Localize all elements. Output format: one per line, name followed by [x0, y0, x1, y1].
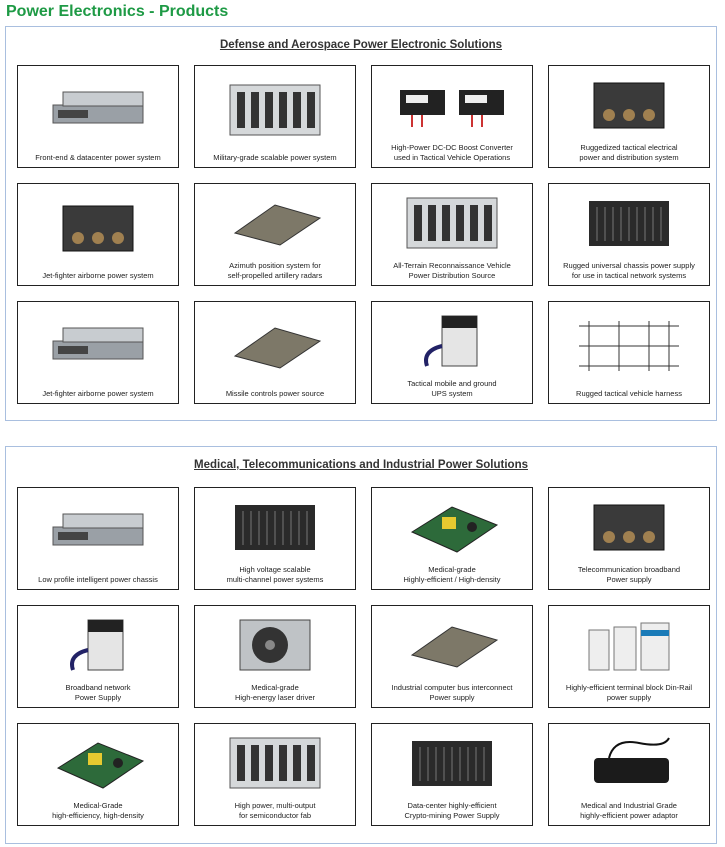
product-image	[372, 66, 532, 143]
product-caption: Highly-efficient terminal block Din-Rail…	[565, 683, 693, 702]
product-card[interactable]: Missile controls power source	[194, 301, 356, 404]
product-card[interactable]: Medical and Industrial Grade highly-effi…	[548, 723, 710, 826]
defense-section: Defense and Aerospace Power Electronic S…	[5, 26, 717, 421]
product-caption: High voltage scalable multi-channel powe…	[226, 565, 324, 584]
product-image	[549, 606, 709, 683]
product-caption: Rugged tactical vehicle harness	[576, 389, 682, 398]
product-card[interactable]: Broadband network Power Supply	[17, 605, 179, 708]
product-card[interactable]: Medical-grade High-energy laser driver	[194, 605, 356, 708]
product-caption: Industrial computer bus interconnect Pow…	[391, 683, 513, 702]
product-card[interactable]: Front-end & datacenter power system	[17, 65, 179, 168]
product-caption: Ruggedized tactical electrical power and…	[579, 143, 679, 162]
product-caption: High power, multi-output for semiconduct…	[234, 801, 316, 820]
product-caption: Medical and Industrial Grade highly-effi…	[580, 801, 678, 820]
product-caption: Military-grade scalable power system	[213, 153, 337, 162]
product-image	[195, 488, 355, 565]
product-caption: Medical-grade Highly-efficient / High-de…	[403, 565, 501, 584]
product-caption: Telecommunication broadband Power supply	[577, 565, 681, 584]
product-image	[549, 302, 709, 389]
product-image	[372, 724, 532, 801]
product-caption: All-Terrain Reconnaissance Vehicle Power…	[393, 261, 511, 280]
product-image	[195, 66, 355, 153]
medical-industrial-section: Medical, Telecommunications and Industri…	[5, 446, 717, 844]
product-card[interactable]: High voltage scalable multi-channel powe…	[194, 487, 356, 590]
product-card[interactable]: Jet-fighter airborne power system	[17, 183, 179, 286]
product-image	[549, 184, 709, 261]
product-image	[18, 302, 178, 389]
product-card[interactable]: Military-grade scalable power system	[194, 65, 356, 168]
product-image	[18, 488, 178, 575]
product-card[interactable]: Azimuth position system for self-propell…	[194, 183, 356, 286]
product-caption: Low profile intelligent power chassis	[38, 575, 158, 584]
product-image	[372, 488, 532, 565]
product-card[interactable]: Tactical mobile and ground UPS system	[371, 301, 533, 404]
product-image	[18, 606, 178, 683]
product-image	[18, 724, 178, 801]
product-card[interactable]: All-Terrain Reconnaissance Vehicle Power…	[371, 183, 533, 286]
product-caption: Front-end & datacenter power system	[35, 153, 161, 162]
product-image	[549, 488, 709, 565]
product-caption: Tactical mobile and ground UPS system	[407, 379, 497, 398]
product-caption: Azimuth position system for self-propell…	[227, 261, 323, 280]
product-caption: Jet-fighter airborne power system	[42, 271, 154, 280]
product-image	[549, 66, 709, 143]
product-caption: High-Power DC-DC Boost Converter used in…	[391, 143, 513, 162]
product-card[interactable]: Rugged universal chassis power supply fo…	[548, 183, 710, 286]
product-image	[195, 606, 355, 683]
section-title: Defense and Aerospace Power Electronic S…	[219, 39, 503, 51]
product-card[interactable]: Ruggedized tactical electrical power and…	[548, 65, 710, 168]
product-image	[372, 302, 532, 379]
product-card[interactable]: High-Power DC-DC Boost Converter used in…	[371, 65, 533, 168]
product-caption: Missile controls power source	[225, 389, 325, 398]
product-card[interactable]: Industrial computer bus interconnect Pow…	[371, 605, 533, 708]
product-caption: Rugged universal chassis power supply fo…	[563, 261, 695, 280]
product-card[interactable]: Medical-grade Highly-efficient / High-de…	[371, 487, 533, 590]
product-caption: Broadband network Power Supply	[65, 683, 131, 702]
product-caption: Medical-Grade high-efficiency, high-dens…	[52, 801, 144, 820]
product-grid: Front-end & datacenter power system Milit…	[17, 65, 710, 404]
product-image	[18, 184, 178, 271]
product-card[interactable]: Highly-efficient terminal block Din-Rail…	[548, 605, 710, 708]
page-title: Power Electronics - Products	[6, 3, 229, 20]
section-title: Medical, Telecommunications and Industri…	[194, 459, 528, 471]
product-card[interactable]: Medical-Grade high-efficiency, high-dens…	[17, 723, 179, 826]
product-card[interactable]: Low profile intelligent power chassis	[17, 487, 179, 590]
product-image	[195, 302, 355, 389]
product-card[interactable]: High power, multi-output for semiconduct…	[194, 723, 356, 826]
product-card[interactable]: Rugged tactical vehicle harness	[548, 301, 710, 404]
product-image	[18, 66, 178, 153]
product-image	[372, 606, 532, 683]
product-card[interactable]: Telecommunication broadband Power supply	[548, 487, 710, 590]
product-image	[195, 724, 355, 801]
product-card[interactable]: Jet-fighter airborne power system	[17, 301, 179, 404]
product-image	[549, 724, 709, 801]
product-caption: Jet-fighter airborne power system	[42, 389, 154, 398]
product-caption: Medical-grade High-energy laser driver	[234, 683, 316, 702]
product-card[interactable]: Data-center highly-efficient Crypto-mini…	[371, 723, 533, 826]
product-image	[372, 184, 532, 261]
product-caption: Data-center highly-efficient Crypto-mini…	[404, 801, 500, 820]
product-image	[195, 184, 355, 261]
